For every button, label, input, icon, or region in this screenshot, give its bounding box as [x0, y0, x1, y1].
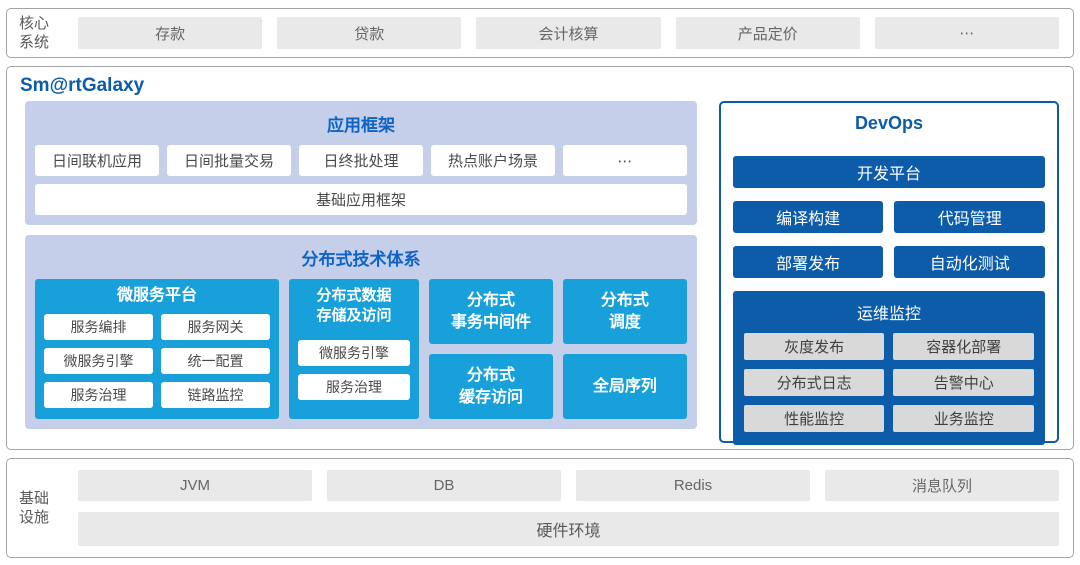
app-hot-account: 热点账户场景 [430, 145, 555, 176]
app-more: ⋯ [562, 145, 687, 176]
mon-perf-monitor: 性能监控 [743, 405, 885, 432]
data-storage-block: 分布式数据 存储及访问 微服务引擎 服务治理 [289, 279, 419, 419]
infrastructure-label: 基础 设施 [19, 489, 50, 527]
devops-code-mgmt: 代码管理 [894, 201, 1045, 233]
app-framework-title: 应用框架 [326, 116, 395, 135]
core-system-accounting: 会计核算 [476, 17, 661, 49]
mon-container-deploy: 容器化部署 [893, 333, 1034, 360]
global-sequence-block: 全局序列 [562, 354, 687, 419]
app-eod-batch: 日终批处理 [298, 145, 423, 176]
app-base-framework: 基础应用框架 [35, 184, 687, 215]
devops-auto-test: 自动化测试 [894, 246, 1045, 278]
ms-governance: 服务治理 [44, 381, 153, 408]
ms-config: 统一配置 [161, 347, 270, 374]
cache-access-block: 分布式 缓存访问 [429, 354, 553, 419]
ms-gateway: 服务网关 [161, 313, 270, 340]
core-system-pricing: 产品定价 [675, 17, 860, 49]
microservice-platform-title: 微服务平台 [116, 287, 197, 304]
infra-jvm: JVM [78, 470, 312, 501]
ms-tracing: 链路监控 [161, 381, 270, 408]
platform-container: Sm@rtGalaxy 应用框架 日间联机应用 日间批量交易 日终批处理 热点账… [6, 66, 1074, 450]
ds-engine: 微服务引擎 [298, 340, 410, 366]
devops-dev-platform: 开发平台 [732, 156, 1045, 188]
app-daytime-online: 日间联机应用 [35, 145, 159, 176]
devops-title: DevOps [854, 113, 923, 133]
ms-orchestration: 服务编排 [44, 313, 153, 340]
core-systems-bar: 核心 系统 存款 贷款 会计核算 产品定价 ⋯ [6, 8, 1074, 58]
ms-engine: 微服务引擎 [44, 347, 153, 374]
infra-hardware: 硬件环境 [78, 512, 1059, 546]
scheduling-block: 分布式 调度 [562, 279, 687, 344]
ds-governance: 服务治理 [298, 374, 410, 400]
platform-title: Sm@rtGalaxy [20, 75, 145, 96]
infra-db: DB [327, 470, 561, 501]
app-daytime-batch: 日间批量交易 [166, 145, 291, 176]
distributed-title: 分布式技术体系 [301, 250, 421, 269]
devops-panel: DevOps 开发平台 编译构建 代码管理 部署发布 自动化测试 运维监控 灰度… [718, 101, 1059, 445]
mon-biz-monitor: 业务监控 [893, 405, 1034, 432]
app-framework-section: 应用框架 日间联机应用 日间批量交易 日终批处理 热点账户场景 ⋯ 基础应用框架 [25, 101, 697, 225]
mon-alert-center: 告警中心 [893, 369, 1034, 396]
ops-monitoring-block: 运维监控 灰度发布 容器化部署 分布式日志 告警中心 性能监控 业务监控 [732, 291, 1045, 445]
devops-build: 编译构建 [732, 201, 884, 233]
data-storage-title: 分布式数据 存储及访问 [316, 287, 392, 324]
core-systems-label: 核心 系统 [19, 14, 50, 52]
core-system-deposits: 存款 [78, 17, 263, 49]
ops-monitoring-title: 运维监控 [856, 306, 921, 323]
microservice-platform-block: 微服务平台 服务编排 服务网关 微服务引擎 统一配置 服务治理 链路监控 [35, 279, 279, 419]
infra-redis: Redis [576, 470, 810, 501]
core-system-loans: 贷款 [277, 17, 462, 49]
distributed-section: 分布式技术体系 微服务平台 服务编排 服务网关 微服务引擎 统一配置 服务治理 … [25, 235, 697, 429]
devops-deploy: 部署发布 [732, 246, 884, 278]
transaction-middleware-block: 分布式 事务中间件 [429, 279, 553, 344]
mon-gray-release: 灰度发布 [743, 333, 885, 360]
infrastructure-bar: 基础 设施 JVM DB Redis 消息队列 硬件环境 [6, 458, 1074, 558]
infra-mq: 消息队列 [825, 470, 1059, 501]
mon-dist-logs: 分布式日志 [743, 369, 885, 396]
core-system-more: ⋯ [874, 17, 1060, 49]
